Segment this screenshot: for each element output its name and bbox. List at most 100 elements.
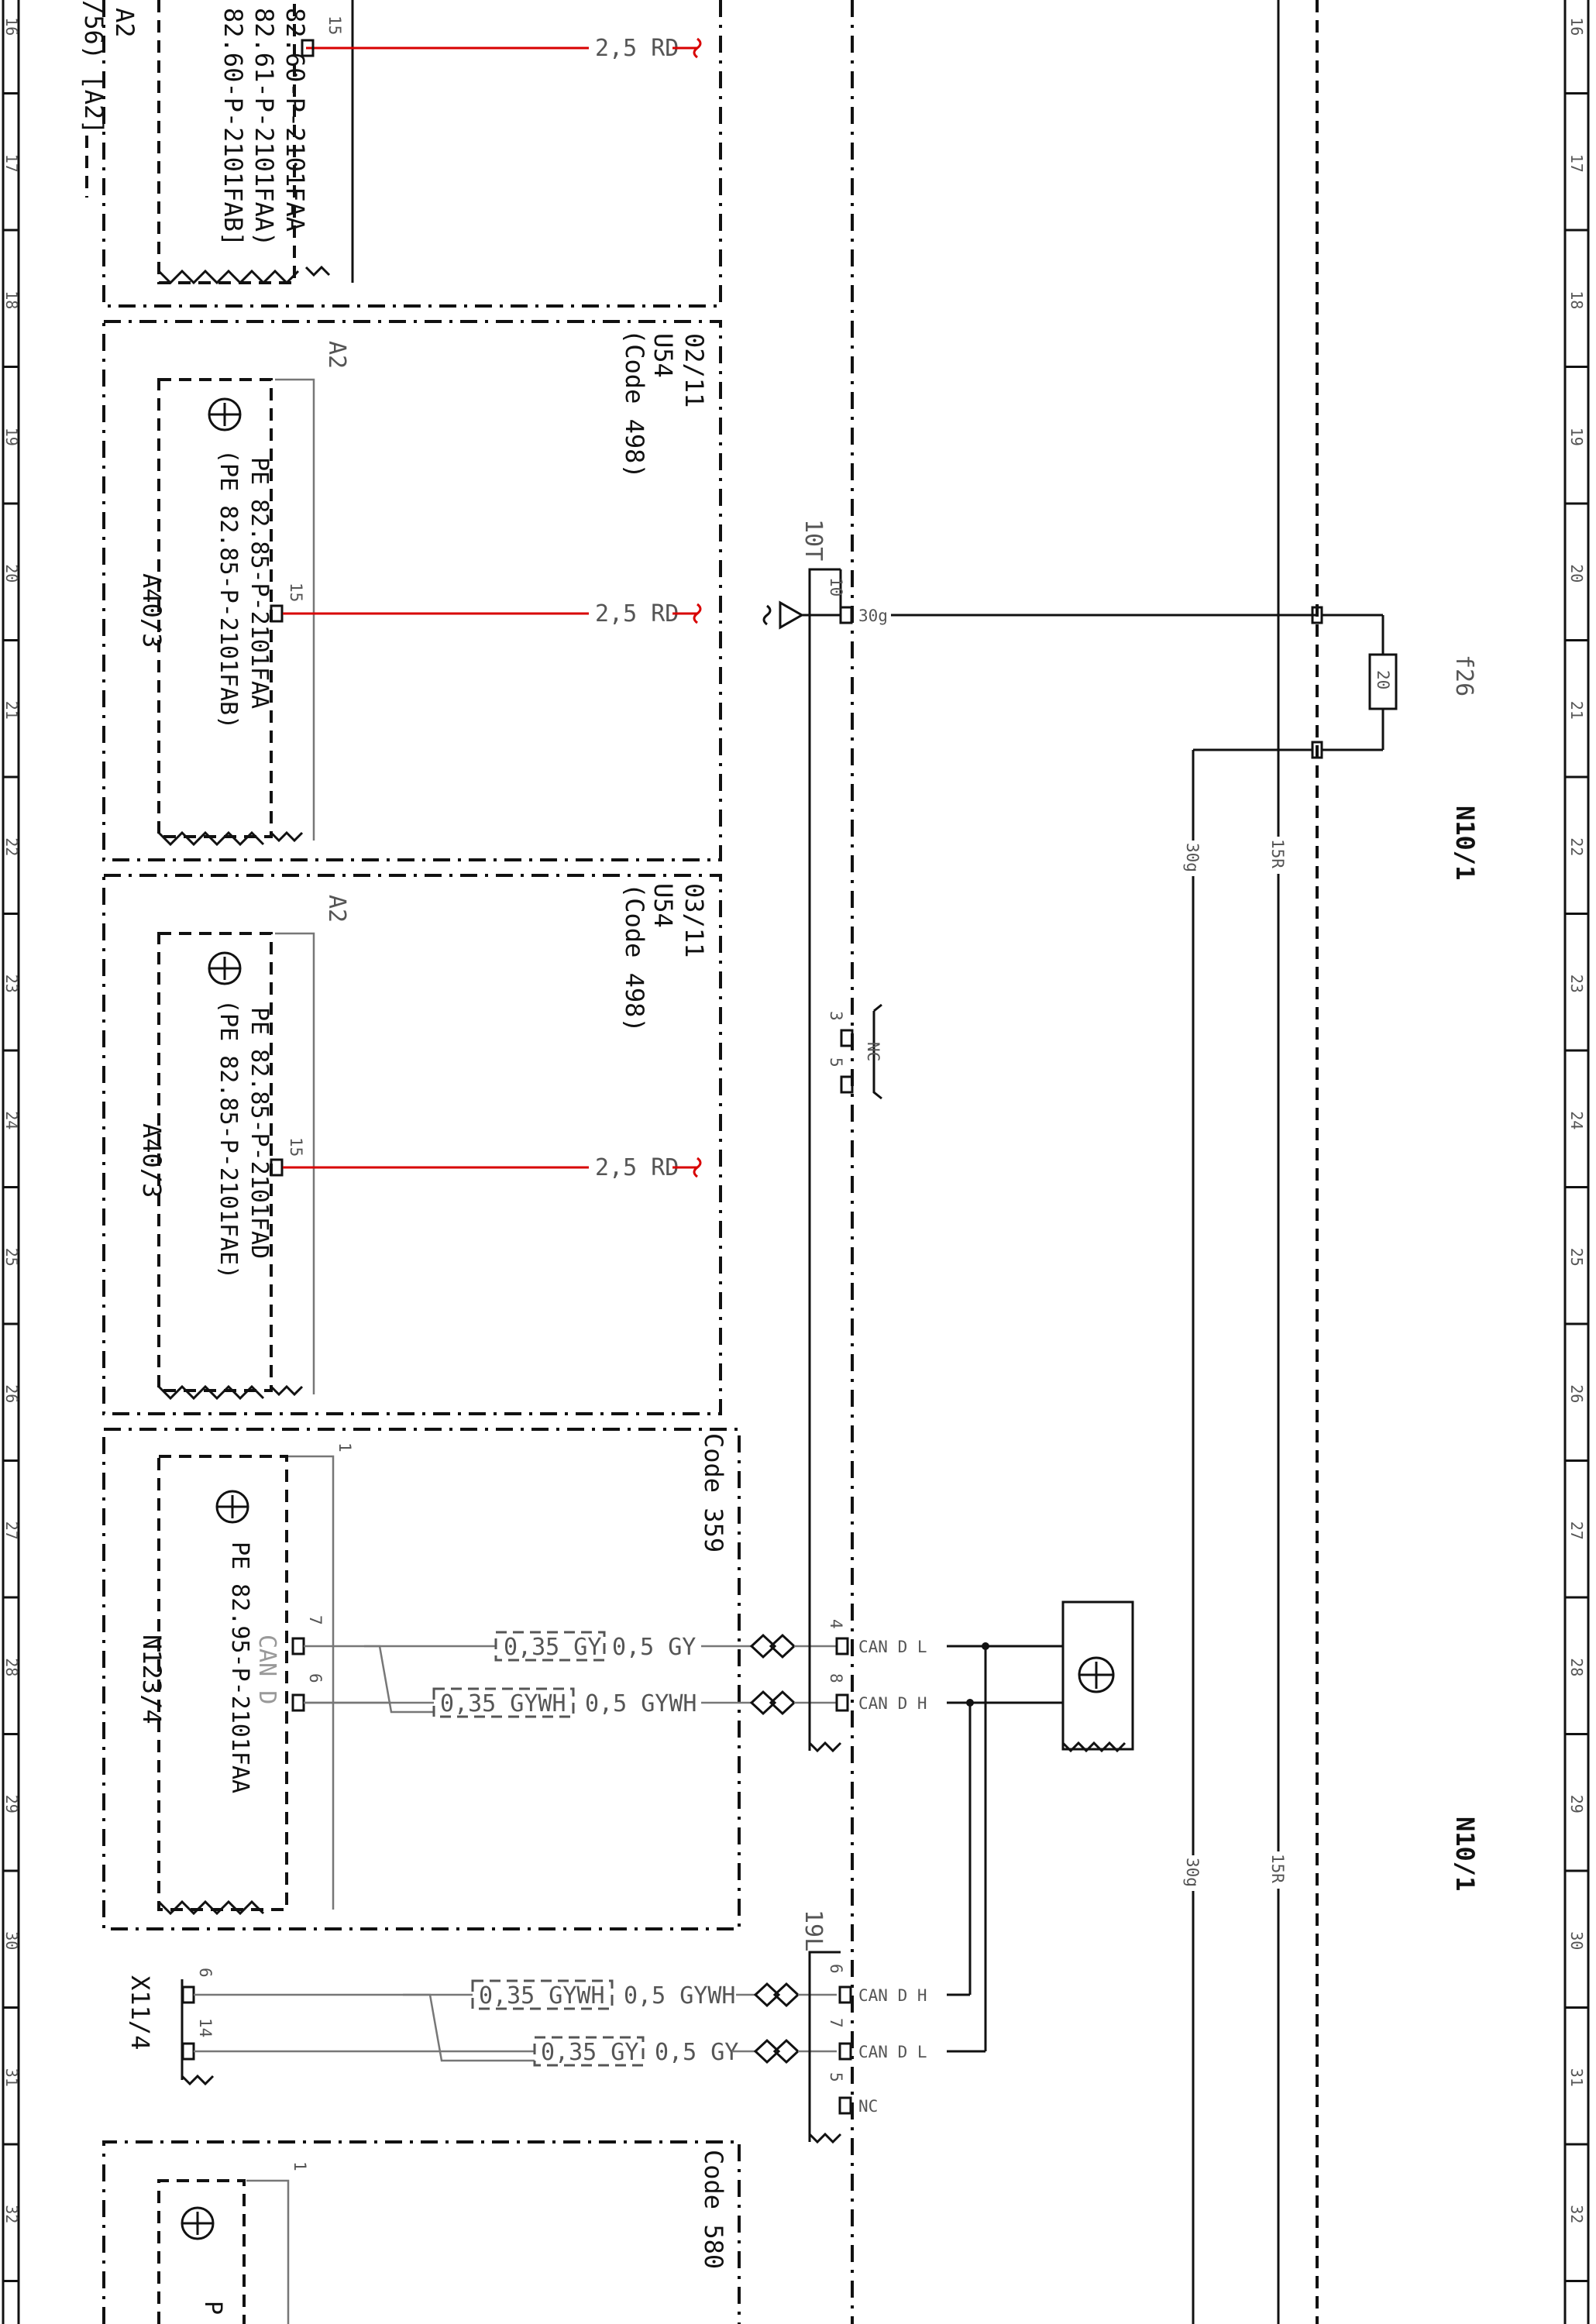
grid-label-right: 31 <box>1567 2068 1586 2087</box>
middle-boundary: 10T 10 30g 3 5 NC 4 8 CAN D L CAN D H 19… <box>762 0 927 2324</box>
grid-label-left: 23 <box>2 975 21 993</box>
grid-label-left: 27 <box>2 1521 21 1540</box>
n123-gywh: 0,5 GYWH <box>585 1690 697 1717</box>
u54-bottom-code: (Code 498) <box>620 883 649 1033</box>
grid-label-left: 25 <box>2 1248 21 1267</box>
grid-label-left: 17 <box>2 154 21 173</box>
module-symbol-icon <box>215 1490 249 1524</box>
x11-name: X11/4 <box>126 1975 155 2050</box>
grid-label-right: 23 <box>1567 975 1586 993</box>
can-dl-top: CAN D L <box>858 1638 927 1656</box>
nc-label: NC <box>864 1042 882 1061</box>
pin-6b: 6 <box>827 1964 845 1974</box>
grid-label-right: 19 <box>1567 428 1586 446</box>
pe-line3: 82.60-P-2101FAB] <box>218 8 248 246</box>
n123-name: N123/4 <box>137 1635 167 1724</box>
code580-pe: P <box>199 2301 226 2315</box>
u54-top-code: (Code 498) <box>620 329 649 479</box>
u54-top-pin-15: 15 <box>287 583 305 602</box>
n123-can: CAN D <box>253 1635 280 1704</box>
grid-label-left: 32 <box>2 2205 21 2223</box>
nc-bottom: NC <box>858 2097 878 2116</box>
pin-5: 5 <box>827 1057 845 1067</box>
pin-5b: 5 <box>827 2072 845 2082</box>
u54-top-wire: 2,5 RD <box>595 600 679 627</box>
grid-label-right: 27 <box>1567 1521 1586 1540</box>
fuse-label: f26 <box>1450 655 1477 696</box>
connector-arrow-icon <box>749 1633 796 1716</box>
grid-label-left: 16 <box>2 17 21 36</box>
grid-label-left: 30 <box>2 1931 21 1950</box>
top-wire-label: 2,5 RD <box>595 35 679 62</box>
u54-bottom-u: U54 <box>648 883 678 928</box>
x11-gywh: 0,5 GYWH <box>624 1982 736 2009</box>
right-grid-strip <box>1563 0 1590 2324</box>
n123-pin-6: 6 <box>306 1673 325 1683</box>
pin-7b: 7 <box>827 2018 845 2028</box>
pin-10: 10 <box>827 577 845 596</box>
top-pin-15: 15 <box>325 15 344 35</box>
can-dl-bottom: CAN D L <box>858 2043 927 2061</box>
n10-top: N10/1 <box>1450 806 1480 880</box>
s30g-bottom: 30g <box>1183 1858 1202 1887</box>
u54-bottom-pe1: PE 82.85-P-2101FAD <box>246 1007 273 1259</box>
code580-label: Code 580 <box>699 2150 728 2269</box>
top-block: 82.60-P-2101FAA 82.61-P-2101FAA) 82.60-P… <box>79 0 722 308</box>
x11-pin-6: 6 <box>196 1968 215 1978</box>
connector-19l: 19L <box>800 1910 827 1951</box>
grid-label-right: 17 <box>1567 154 1586 173</box>
u54-bottom-ref: 03/11 <box>679 883 709 957</box>
s15r-bottom: 15R <box>1268 1854 1287 1883</box>
grid-label-right: 28 <box>1567 1658 1586 1676</box>
u54-top-ref: 02/11 <box>679 333 709 407</box>
u54-top-pe1: PE 82.85-P-2101FAA <box>246 457 273 709</box>
code580-pin-1: 1 <box>291 2161 309 2171</box>
can-dh-bottom: CAN D H <box>858 1986 927 2005</box>
grid-label-right: 26 <box>1567 1384 1586 1403</box>
u54-bottom-block: 03/11 U54 (Code 498) A2 PE 82.85-P-2101F… <box>102 874 722 1415</box>
grid-label-right: 32 <box>1567 2205 1586 2223</box>
module-symbol-icon <box>1078 1656 1115 1693</box>
pin-4: 4 <box>827 1619 845 1629</box>
n10-block: 20 f26 N10/1 N10/1 30g 15R 30g 15R <box>891 0 1480 2324</box>
n123-block: Code 359 1 PE 82.95-P-2101FAA CAN D N123… <box>102 1428 837 1930</box>
grid-label-left: 18 <box>2 290 21 309</box>
connector-arrow-icon <box>753 1982 800 2064</box>
terminal-30g: 30g <box>858 607 888 625</box>
top-ref56: /56) [A2] <box>79 0 108 134</box>
grid-label-right: 21 <box>1567 701 1586 720</box>
can-bus <box>947 1600 1134 2053</box>
n123-pin-7: 7 <box>306 1615 325 1625</box>
pin-8: 8 <box>827 1673 845 1683</box>
pin-3: 3 <box>827 1011 845 1021</box>
u54-bottom-wire: 2,5 RD <box>595 1154 679 1181</box>
grid-label-right: 24 <box>1567 1111 1586 1129</box>
x11-gywh-inner: 0,35 GYWH <box>479 1982 605 2009</box>
module-symbol-icon <box>208 397 242 431</box>
grid-label-right: 29 <box>1567 1795 1586 1813</box>
grid-label-right: 30 <box>1567 1931 1586 1950</box>
left-grid-strip <box>2 0 20 2324</box>
u54-top-block: 02/11 U54 (Code 498) A2 PE 82.85-P-2101F… <box>102 320 722 861</box>
grid-label-left: 21 <box>2 701 21 720</box>
x11-pin-14: 14 <box>196 2018 215 2037</box>
grid-label-left: 26 <box>2 1384 21 1403</box>
n123-gy-inner: 0,35 GY <box>504 1634 601 1661</box>
can-dh-top: CAN D H <box>858 1694 927 1713</box>
n10-bottom: N10/1 <box>1450 1817 1480 1891</box>
x11-connector: X11/4 6 14 0,35 GYWH 0,5 GYWH 0,35 GY 0,… <box>126 1968 837 2086</box>
pe-line2: 82.61-P-2101FAA) <box>249 8 279 246</box>
u54-top-u: U54 <box>648 333 678 378</box>
module-symbol-icon <box>181 2206 215 2240</box>
pe-line1: 82.60-P-2101FAA <box>280 8 310 232</box>
u54-bottom-name: A40/3 <box>137 1123 167 1198</box>
grid-label-right: 18 <box>1567 290 1586 309</box>
u54-bottom-pin-15: 15 <box>287 1137 305 1157</box>
code580-block: Code 580 1 P <box>102 2140 741 2324</box>
top-a2: A2 <box>110 8 139 38</box>
x11-gy-inner: 0,35 GY <box>541 2039 638 2066</box>
grid-label-left: 19 <box>2 428 21 446</box>
s30g-top: 30g <box>1183 843 1202 872</box>
